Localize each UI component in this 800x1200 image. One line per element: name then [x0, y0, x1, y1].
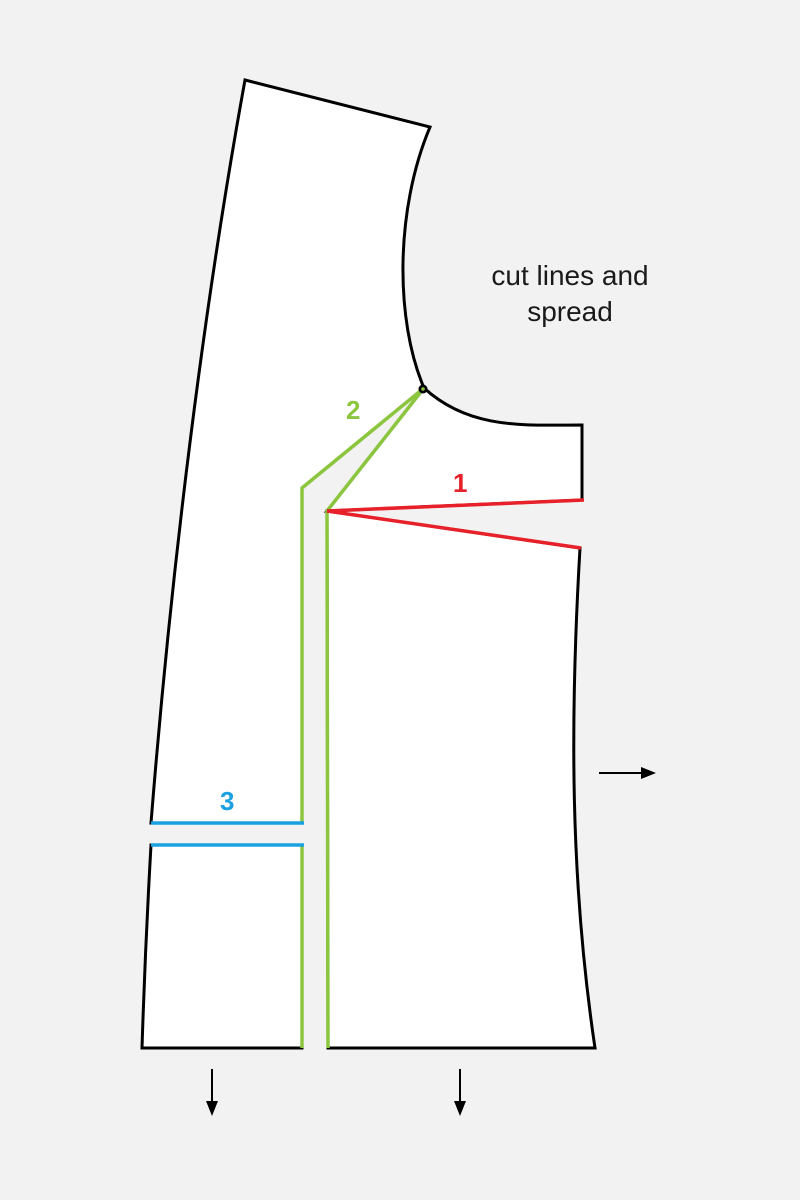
- annotation-line-1: cut lines and: [491, 260, 648, 291]
- spread-arrow-down-center-icon: [454, 1069, 466, 1116]
- pivot-point-inner: [421, 387, 425, 391]
- cut-line-2-label: 2: [346, 395, 360, 425]
- pattern-piece-front-upper: [323, 385, 584, 513]
- cut-line-3-label: 3: [220, 786, 234, 816]
- cut-line-1-upper: [326, 498, 585, 513]
- spread-arrow-down-left-icon: [206, 1069, 218, 1116]
- pattern-piece-side-lower: [140, 843, 304, 1050]
- cut-line-2-left: [300, 386, 426, 823]
- pattern-piece-side-upper: [149, 78, 433, 825]
- cut-line-1-lower: [326, 509, 582, 550]
- spread-arrow-right-icon: [599, 767, 656, 779]
- pattern-piece-front-lower: [325, 509, 597, 1050]
- annotation-line-2: spread: [527, 296, 613, 327]
- cut-line-1-label: 1: [453, 468, 467, 498]
